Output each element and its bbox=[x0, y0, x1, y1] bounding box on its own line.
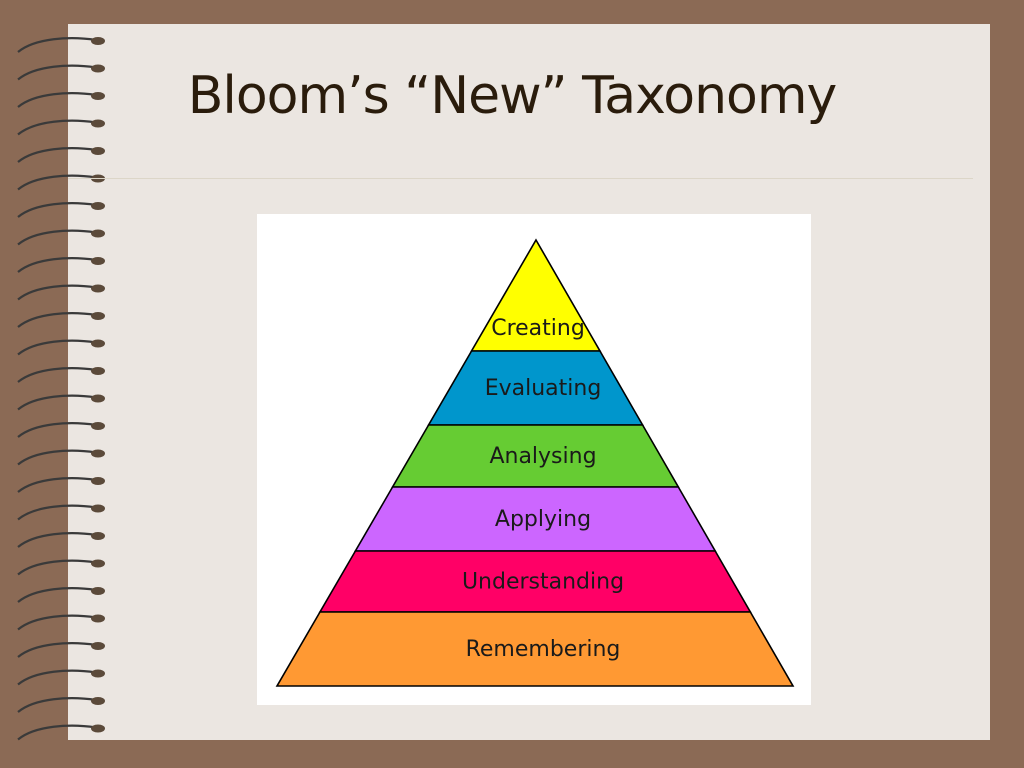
spiral-ring bbox=[17, 724, 97, 741]
pyramid-label-understanding: Understanding bbox=[462, 570, 624, 595]
spiral-ring bbox=[17, 449, 97, 466]
spiral-hole bbox=[91, 504, 105, 513]
spiral-hole bbox=[91, 64, 105, 73]
spiral-hole bbox=[91, 92, 105, 100]
spiral-ring bbox=[17, 229, 97, 246]
spiral-ring bbox=[17, 367, 97, 383]
spiral-hole bbox=[91, 642, 105, 650]
spiral-ring bbox=[17, 614, 97, 631]
spiral-hole bbox=[91, 229, 105, 238]
spiral-hole bbox=[91, 449, 105, 458]
spiral-ring bbox=[17, 37, 97, 53]
spiral-hole bbox=[91, 422, 105, 430]
spiral-hole bbox=[91, 119, 105, 128]
spiral-hole bbox=[91, 614, 105, 623]
spiral-binding bbox=[17, 37, 105, 741]
spiral-ring bbox=[17, 92, 97, 108]
spiral-hole bbox=[91, 587, 105, 595]
spiral-hole bbox=[91, 284, 105, 293]
spiral-ring bbox=[17, 394, 97, 411]
spiral-ring bbox=[17, 202, 97, 218]
spiral-ring bbox=[17, 642, 97, 658]
pyramid-label-analysing: Analysing bbox=[489, 444, 596, 469]
spiral-hole bbox=[91, 147, 105, 155]
spiral-ring bbox=[17, 339, 97, 356]
spiral-hole bbox=[91, 202, 105, 210]
spiral-hole bbox=[91, 339, 105, 348]
spiral-hole bbox=[91, 532, 105, 540]
spiral-hole bbox=[91, 312, 105, 320]
spiral-ring bbox=[17, 147, 97, 163]
spiral-ring bbox=[17, 532, 97, 548]
spiral-ring bbox=[17, 119, 97, 136]
spiral-hole bbox=[91, 697, 105, 705]
title-divider bbox=[68, 178, 973, 179]
spiral-hole bbox=[91, 367, 105, 375]
spiral-ring bbox=[17, 477, 97, 493]
spiral-ring bbox=[17, 257, 97, 273]
pyramid-level-remembering bbox=[275, 611, 795, 687]
spiral-hole bbox=[91, 37, 105, 45]
spiral-ring bbox=[17, 504, 97, 521]
spiral-hole bbox=[91, 724, 105, 733]
spiral-ring bbox=[17, 422, 97, 438]
spiral-hole bbox=[91, 257, 105, 265]
spiral-hole bbox=[91, 559, 105, 568]
slide-title: Bloom’s “New” Taxonomy bbox=[187, 66, 838, 126]
spiral-ring bbox=[17, 174, 97, 191]
spiral-ring bbox=[17, 669, 97, 686]
spiral-hole bbox=[91, 394, 105, 403]
spiral-ring bbox=[17, 587, 97, 603]
spiral-hole bbox=[91, 669, 105, 678]
pyramid-label-creating: Creating bbox=[491, 316, 585, 341]
pyramid-label-evaluating: Evaluating bbox=[485, 376, 602, 401]
spiral-ring bbox=[17, 64, 97, 81]
pyramid-label-applying: Applying bbox=[495, 507, 591, 532]
pyramid-label-remembering: Remembering bbox=[466, 637, 621, 662]
spiral-ring bbox=[17, 559, 97, 576]
spiral-ring bbox=[17, 697, 97, 713]
bloom-pyramid: CreatingEvaluatingAnalysingApplyingUnder… bbox=[275, 238, 795, 687]
spiral-hole bbox=[91, 477, 105, 485]
spiral-ring bbox=[17, 284, 97, 301]
spiral-ring bbox=[17, 312, 97, 328]
